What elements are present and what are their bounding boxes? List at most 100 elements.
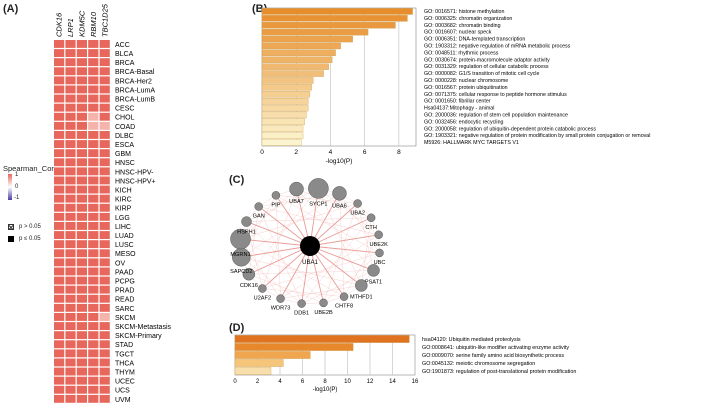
heatmap-cell (88, 358, 99, 367)
heatmap-cell (88, 294, 99, 303)
heatmap-cell (76, 149, 87, 158)
bar (234, 343, 354, 351)
heatmap-cell (99, 313, 110, 321)
heatmap-cell (76, 276, 87, 285)
heatmap-cell (54, 58, 65, 67)
heatmap-cell (54, 176, 65, 185)
network-edge (296, 188, 372, 219)
network-edge (258, 206, 311, 247)
heatmap-cell (76, 103, 87, 112)
heatmap-cell (99, 385, 110, 394)
heatmap-cancer-label: CESC (115, 106, 134, 113)
heatmap-cell (54, 249, 65, 258)
heatmap-cell (76, 212, 87, 221)
colorbar-tick-mid: 0 (15, 184, 19, 190)
heatmap-cell (99, 67, 110, 76)
heatmap-cell (76, 313, 87, 321)
heatmap-cell (54, 67, 65, 76)
heatmap-cell (76, 340, 87, 349)
bar-category-label: GO: 1903312: negative regulation of mRNA… (424, 43, 571, 49)
heatmap-cell (99, 349, 110, 358)
network-node (289, 181, 304, 197)
heatmap-cell (88, 94, 99, 103)
network-node (271, 191, 281, 200)
network-edge (309, 203, 358, 247)
heatmap-cell (54, 231, 65, 239)
bar (261, 132, 304, 139)
heatmap-cell (99, 276, 110, 285)
heatmap-cell (88, 313, 99, 321)
heatmap-cell (65, 203, 76, 212)
network-node-label: UBA7 (289, 199, 304, 205)
bar-category-label: GO: 0016567: protein ubiquitination (424, 85, 508, 91)
network-edge (323, 203, 358, 303)
heatmap-cell (65, 212, 76, 221)
bar-category-label: GO: 0030674: protein-macromolecule adapt… (424, 57, 550, 63)
network-edge (246, 221, 324, 304)
heatmap-cell (65, 240, 76, 249)
heatmap-cell (88, 167, 99, 176)
panel-label-d: (D) (229, 322, 245, 334)
heatmap-cell (65, 121, 76, 130)
heatmap-cell (54, 76, 65, 85)
bar-category-label: GO: 0048511: rhythmic process (424, 50, 499, 56)
heatmap-cancer-label: TGCT (115, 351, 135, 358)
heatmap-cell (88, 340, 99, 349)
heatmap-cell (54, 376, 65, 385)
heatmap-cell (65, 94, 76, 103)
heatmap-cell (76, 331, 87, 340)
colorbar-tick-bottom: -1 (14, 195, 20, 201)
heatmap-gene-label: RBM10 (89, 11, 98, 37)
heatmap-cell (65, 222, 76, 230)
heatmap-cancer-label: PCPG (115, 279, 135, 286)
heatmap-cell (54, 203, 65, 212)
heatmap-cell (65, 367, 76, 376)
bar-category-label: GO: 2000058: regulation of ubiquitin-dep… (424, 126, 596, 132)
heatmap-cancer-label: BRCA-LumB (115, 97, 155, 104)
heatmap-cell (76, 49, 87, 57)
heatmap-cancer-label: SKCM-Primary (115, 333, 162, 340)
network-node (308, 178, 329, 199)
heatmap-cell (65, 340, 76, 349)
bar-category-label: GO: 0006351: DNA-templated transcription (424, 37, 525, 43)
bar-category-label: GO: 2000036: regulation of stem cell pop… (424, 112, 568, 118)
heatmap-cell (65, 40, 76, 48)
heatmap-cell (54, 276, 65, 285)
heatmap-cancer-label: ESCA (115, 142, 134, 149)
network-node-label: PIP (271, 202, 280, 208)
network-edge (246, 221, 311, 247)
heatmap-cell (76, 303, 87, 312)
heatmap-cell (54, 212, 65, 221)
heatmap-cell (54, 267, 65, 276)
heatmap-cancer-label: SKCM-Metastasis (115, 324, 172, 331)
network-node-label: UBA6 (332, 203, 347, 209)
heatmap-cancer-label: KICH (115, 188, 132, 195)
heatmap-cell (88, 76, 99, 85)
heatmap-cell (88, 349, 99, 358)
colorbar (8, 174, 12, 200)
network-node-label: SYCP1 (309, 201, 327, 207)
network-edge (309, 217, 372, 247)
heatmap-cancer-label: HNSC (115, 160, 135, 167)
heatmap-cell (99, 367, 110, 376)
heatmap-cell (99, 158, 110, 167)
heatmap-cell (99, 249, 110, 258)
bar (261, 70, 324, 77)
heatmap-cell (54, 358, 65, 367)
heatmap-cell (99, 149, 110, 158)
legend-ns-label: p > 0.05 (19, 224, 41, 230)
bar-category-label: GO: 0031329: regulation of cellular cata… (424, 64, 549, 70)
heatmap-cell (76, 249, 87, 258)
heatmap-cell (88, 176, 99, 185)
network-edge (248, 245, 311, 275)
heatmap-cell (99, 85, 110, 94)
network-hub-label: UBA1 (302, 260, 318, 266)
heatmap-cell (65, 358, 76, 367)
network-edge (309, 245, 345, 297)
bar (261, 111, 307, 119)
heatmap-cell (65, 276, 76, 285)
heatmap-cell (88, 267, 99, 276)
heatmap-cell (76, 76, 87, 85)
heatmap-cell (88, 385, 99, 394)
